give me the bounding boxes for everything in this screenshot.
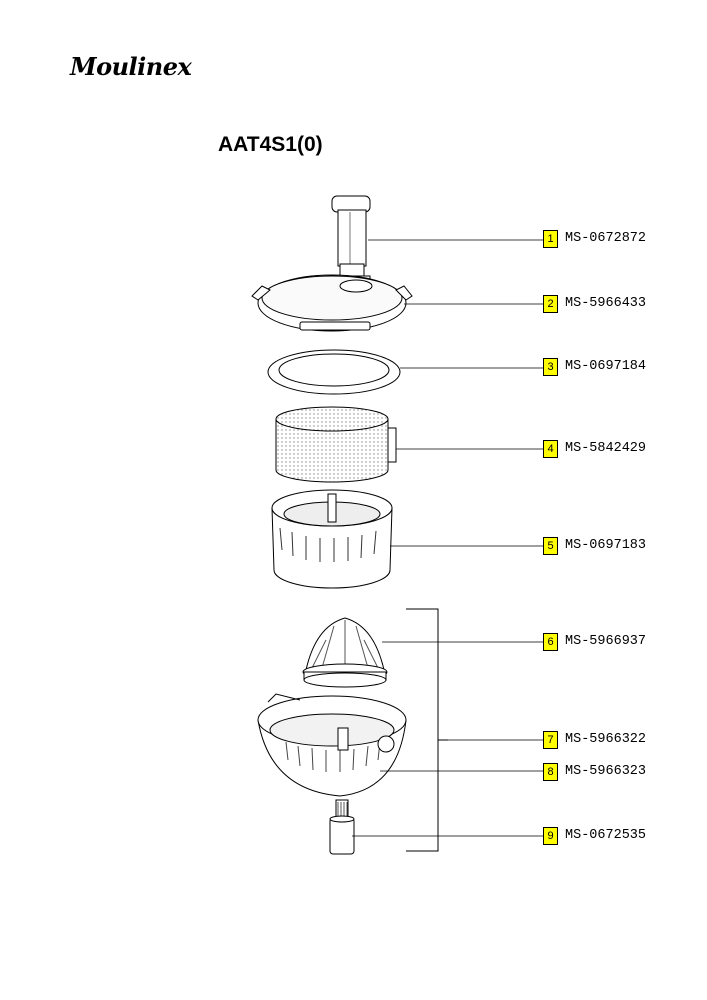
part-9-shaft-drawing — [329, 799, 355, 855]
part-5-grater-drawing — [271, 489, 393, 589]
part-number-badge: 4 — [543, 439, 558, 458]
part-reference: MS-5966433 — [565, 296, 647, 311]
part-callout-1: 1 MS-0672872 — [543, 229, 647, 248]
leader-lines — [352, 239, 543, 837]
part-callout-5: 5 MS-0697183 — [543, 536, 647, 555]
part-callout-9: 9 MS-0672535 — [543, 826, 647, 845]
part-2-lid-drawing — [251, 274, 413, 332]
part-callout-6: 6 MS-5966937 — [543, 632, 647, 651]
model-title: AAT4S1(0) — [218, 133, 323, 156]
part-6-cone-drawing — [302, 617, 388, 688]
part-reference: MS-5842429 — [565, 441, 647, 456]
part-reference: MS-0697183 — [565, 538, 647, 553]
part-7-8-bowl-drawing — [257, 693, 407, 797]
part-reference: MS-5966937 — [565, 634, 647, 649]
part-callout-8: 8 MS-5966323 — [543, 762, 647, 781]
part-number-badge: 1 — [543, 229, 558, 248]
part-number-badge: 2 — [543, 294, 558, 313]
part-4-filter-drawing — [275, 406, 397, 483]
part-3-ring-drawing — [267, 349, 401, 395]
brand-logo: Moulinex — [70, 52, 192, 81]
part-number-badge: 6 — [543, 632, 558, 651]
part-reference: MS-0672872 — [565, 231, 647, 246]
part-1-pusher-drawing — [331, 195, 371, 287]
part-reference: MS-5966322 — [565, 732, 647, 747]
part-reference: MS-0697184 — [565, 359, 647, 374]
part-reference: MS-5966323 — [565, 764, 647, 779]
part-reference: MS-0672535 — [565, 828, 647, 843]
part-callout-2: 2 MS-5966433 — [543, 294, 647, 313]
part-number-badge: 3 — [543, 357, 558, 376]
part-number-badge: 9 — [543, 826, 558, 845]
part-number-badge: 8 — [543, 762, 558, 781]
group-bracket — [406, 608, 448, 852]
part-callout-7: 7 MS-5966322 — [543, 730, 647, 749]
part-number-badge: 5 — [543, 536, 558, 555]
part-callout-3: 3 MS-0697184 — [543, 357, 647, 376]
part-number-badge: 7 — [543, 730, 558, 749]
part-callout-4: 4 MS-5842429 — [543, 439, 647, 458]
